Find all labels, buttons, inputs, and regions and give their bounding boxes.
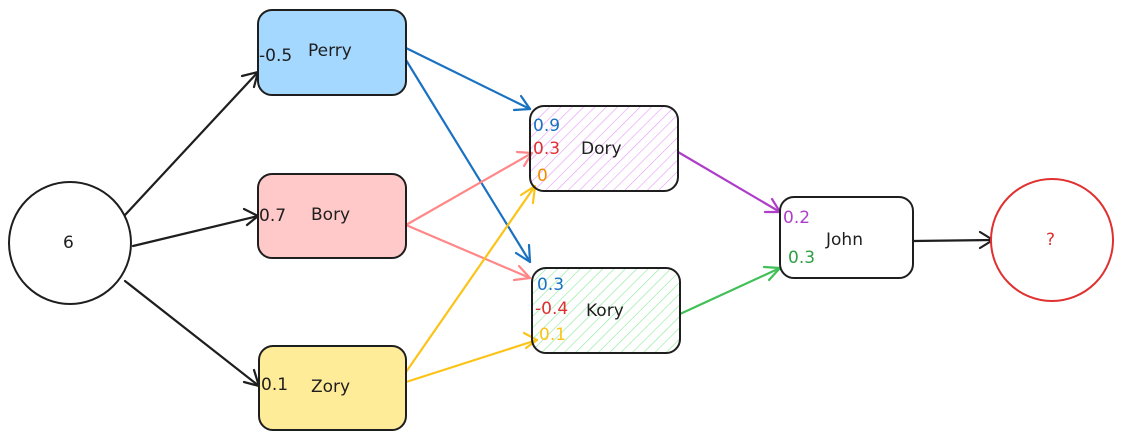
dory-weight-zory: 0 bbox=[537, 166, 548, 186]
perry-label: Perry bbox=[308, 41, 352, 61]
edge-kory-john bbox=[678, 265, 782, 316]
node-perry bbox=[257, 9, 407, 96]
zory-weight: 0.1 bbox=[261, 375, 289, 395]
node-dory bbox=[529, 105, 679, 192]
edge-input-perry bbox=[123, 70, 260, 217]
edge-input-zory bbox=[123, 279, 261, 388]
zory-label: Zory bbox=[311, 377, 351, 397]
john-weight-kory: 0.3 bbox=[788, 248, 816, 268]
node-john bbox=[779, 196, 914, 279]
edge-perry-dory bbox=[404, 46, 532, 112]
bory-weight: 0.7 bbox=[259, 206, 287, 226]
edge-perry-kory bbox=[404, 58, 532, 264]
kory-weight-perry: 0.3 bbox=[537, 275, 565, 295]
dory-weight-perry: 0.9 bbox=[533, 116, 561, 136]
dory-weight-bory: 0.3 bbox=[533, 139, 561, 159]
kory-weight-zory: 0.1 bbox=[539, 325, 567, 345]
input-node bbox=[8, 181, 132, 305]
kory-weight-bory: -0.4 bbox=[535, 299, 569, 319]
node-bory bbox=[257, 173, 407, 259]
john-weight-dory: 0.2 bbox=[783, 208, 811, 228]
edge-john-output bbox=[911, 230, 995, 250]
node-kory bbox=[531, 267, 681, 354]
edge-bory-kory bbox=[404, 223, 532, 282]
edge-dory-john bbox=[676, 150, 782, 214]
edge-zory-kory bbox=[404, 331, 539, 384]
bory-label: Bory bbox=[311, 205, 351, 225]
kory-label: Kory bbox=[586, 301, 624, 321]
output-value: ? bbox=[1046, 230, 1056, 250]
john-label: John bbox=[826, 230, 863, 250]
edge-input-bory bbox=[131, 207, 260, 248]
node-zory bbox=[258, 345, 407, 431]
dory-label: Dory bbox=[581, 139, 622, 159]
perry-weight: -0.5 bbox=[259, 46, 293, 66]
output-node bbox=[990, 178, 1114, 302]
input-value: 6 bbox=[63, 233, 74, 253]
